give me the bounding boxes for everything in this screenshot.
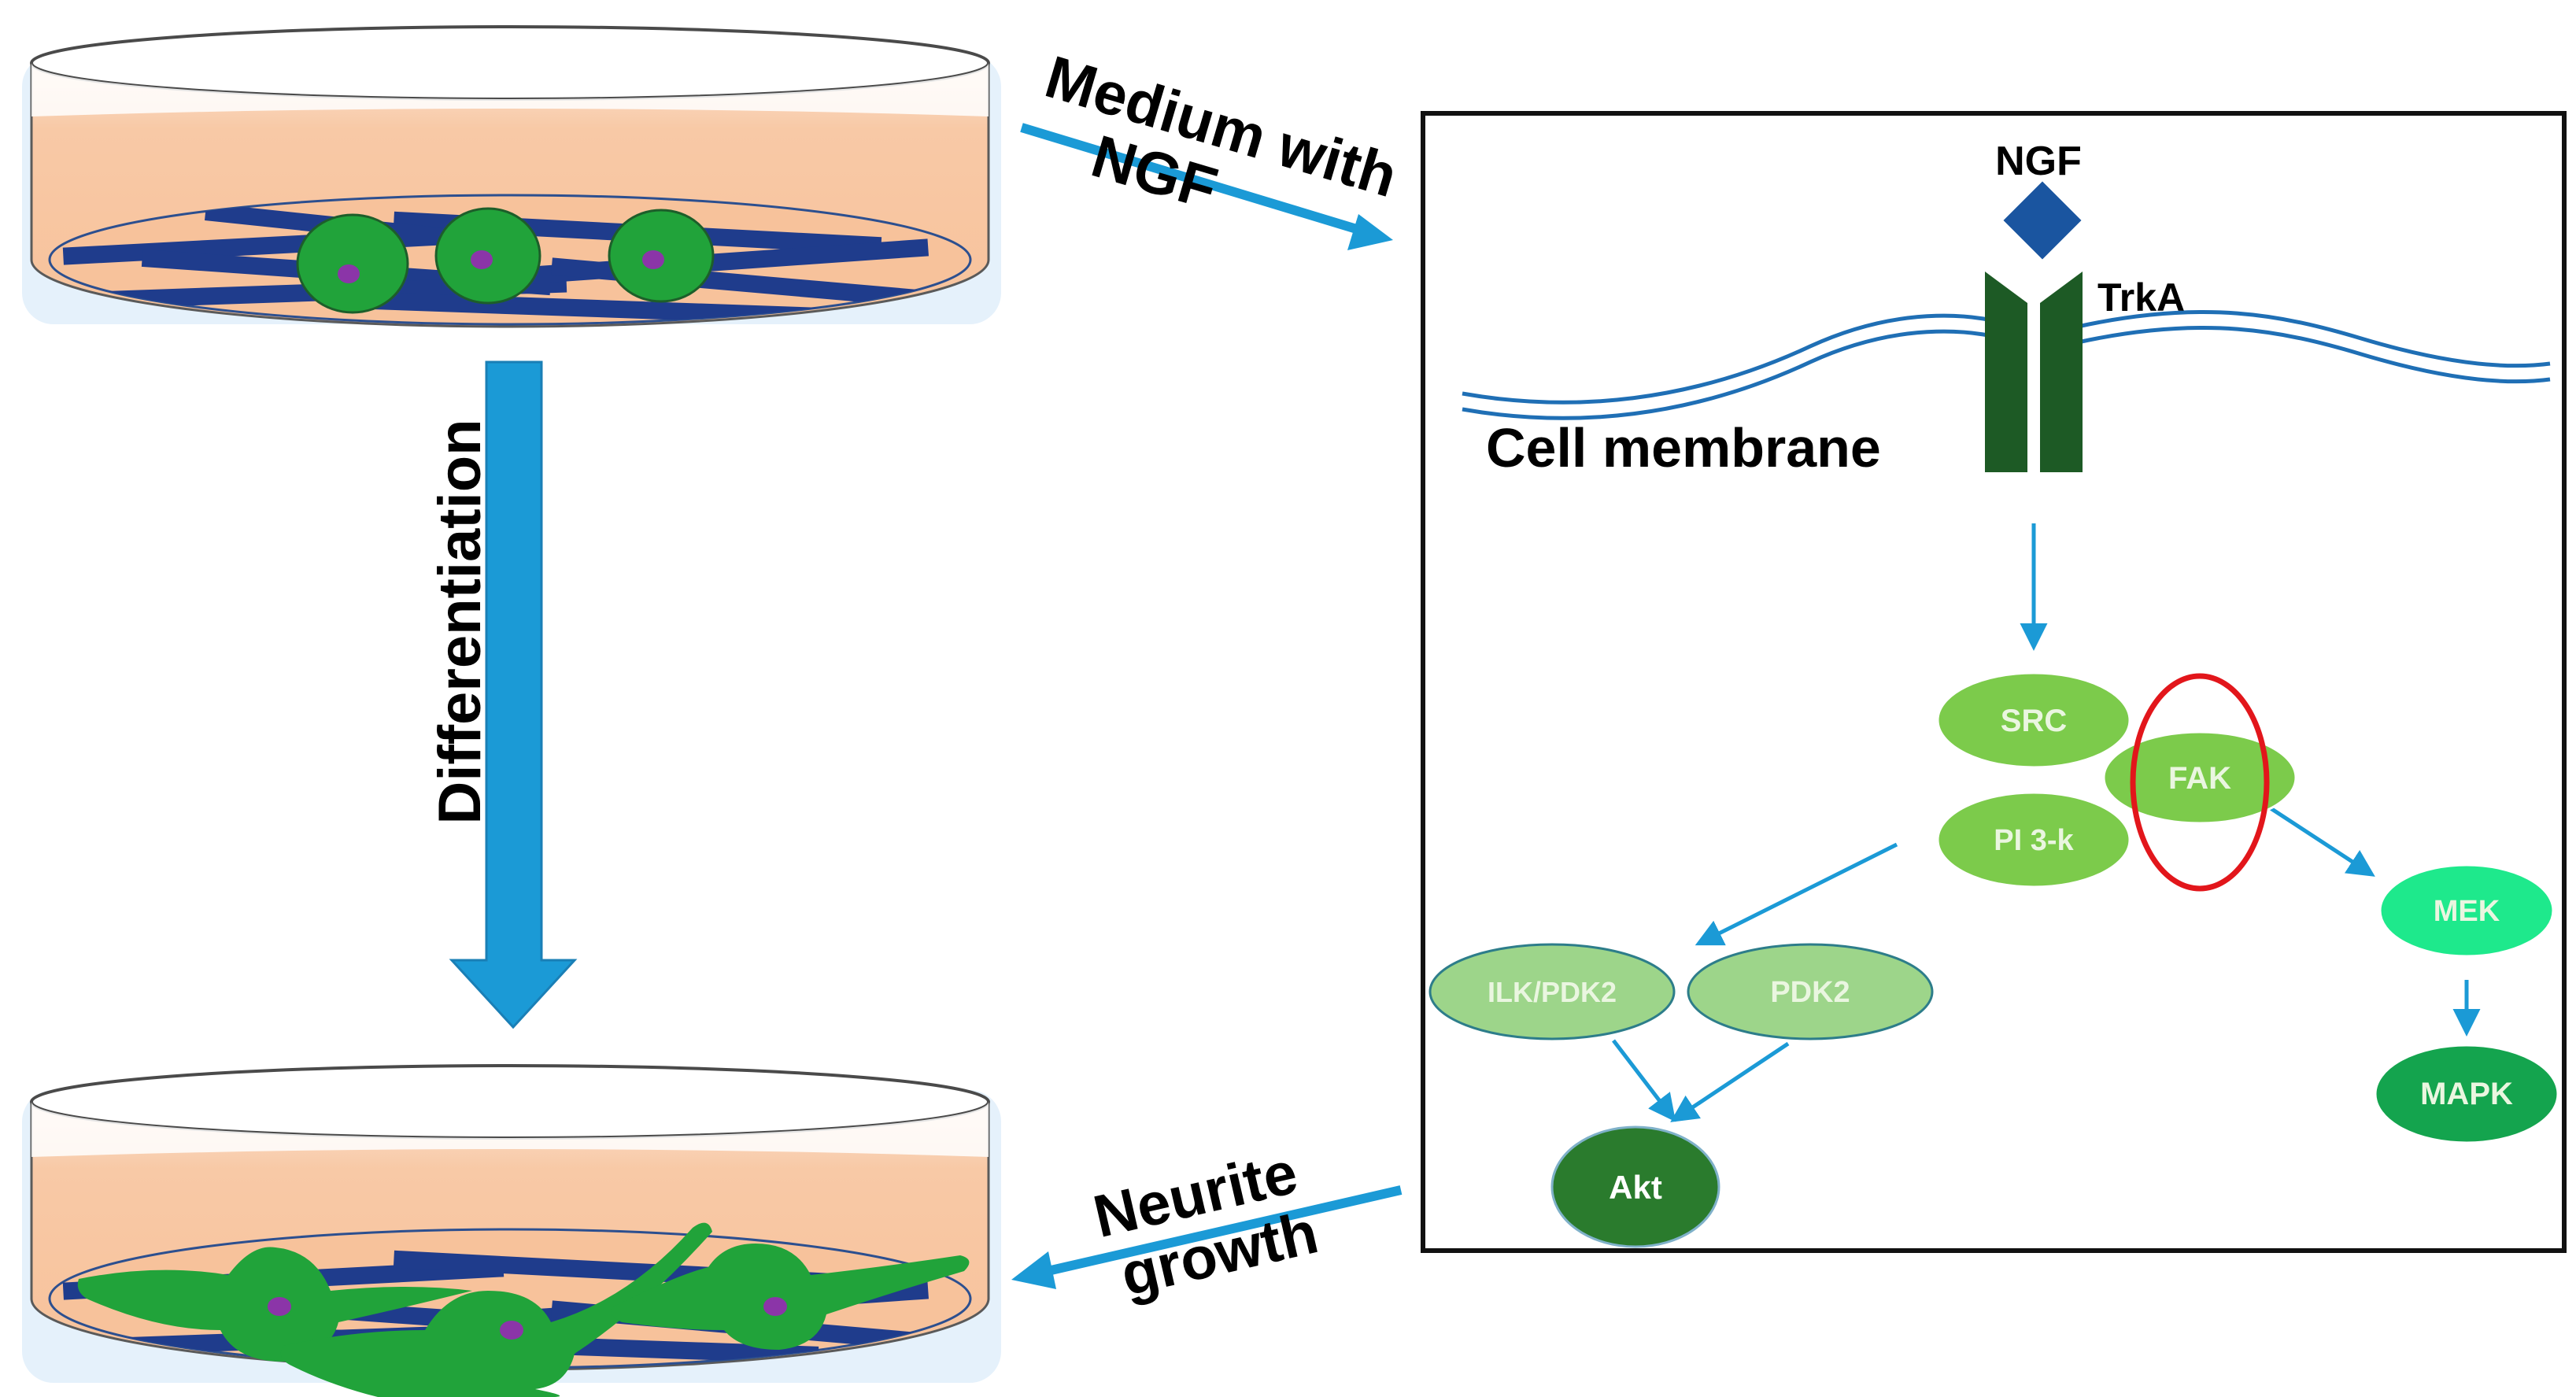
node-akt: Akt: [1550, 1125, 1720, 1248]
node-src: SRC: [1936, 671, 2131, 769]
node-pdk2: PDK2: [1687, 943, 1934, 1040]
neurite-growth-arrow: [1011, 1185, 1403, 1289]
differentiation-arrow: [449, 360, 578, 1029]
arrow-ilk-to-akt: [1612, 1039, 1676, 1122]
undifferentiated-cell: [434, 207, 541, 305]
undifferentiated-cell: [608, 209, 715, 303]
undifferentiated-cell: [296, 213, 409, 314]
trka-label: TrkA: [2097, 275, 2185, 320]
pathway-arrows: [1612, 523, 2481, 1122]
node-akt-label: Akt: [1609, 1169, 1662, 1206]
fak-highlight-circle: [2130, 673, 2270, 892]
node-mek: MEK: [2378, 863, 2555, 958]
petri-dish-top: [22, 25, 1001, 328]
node-pi3k: PI 3-k: [1936, 791, 2131, 889]
differentiated-neuron: [611, 1244, 970, 1350]
node-fak: FAK: [2102, 730, 2297, 825]
arrow-pdk2-to-akt: [1670, 1041, 1790, 1122]
node-mapk: MAPK: [2374, 1044, 2559, 1144]
cell-membrane-label: Cell membrane: [1486, 417, 1881, 479]
arrow-fak-to-mek: [2267, 804, 2375, 877]
medium-arrow: [1020, 123, 1393, 250]
node-src-label: SRC: [2001, 704, 2067, 738]
node-ilk-pdk2: ILK/PDK2: [1428, 943, 1676, 1040]
node-mek-label: MEK: [2434, 895, 2500, 928]
cell-membrane: [1462, 310, 2551, 420]
node-mapk-label: MAPK: [2420, 1077, 2513, 1111]
arrow-pi3k-to-ilk: [1695, 842, 1898, 946]
petri-dish-bottom: [22, 1064, 1001, 1397]
differentiated-neuron: [280, 1222, 713, 1397]
node-pi3k-label: PI 3-k: [1994, 824, 2074, 857]
node-ilk-pdk2-label: ILK/PDK2: [1488, 976, 1617, 1008]
node-fak-label: FAK: [2168, 761, 2231, 796]
trka-receptor-icon: [1985, 272, 2083, 472]
differentiation-label: Differentiation: [427, 419, 493, 824]
ngf-label: NGF: [1995, 139, 2082, 184]
differentiated-neuron: [77, 1247, 472, 1362]
node-pdk2-label: PDK2: [1770, 976, 1850, 1009]
